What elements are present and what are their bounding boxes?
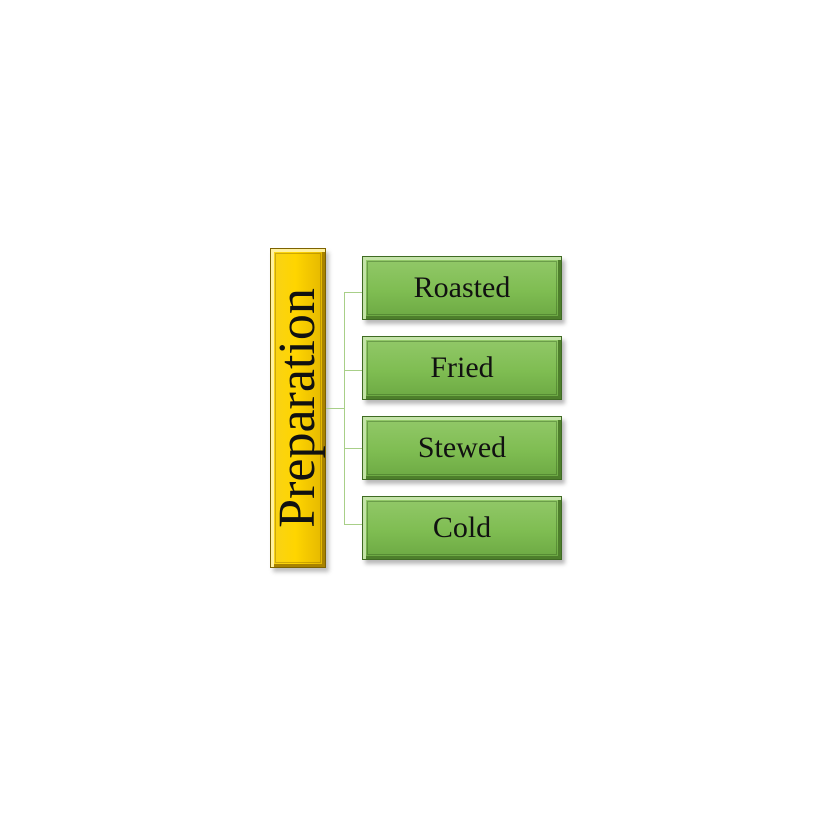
child-node-cold: Cold — [362, 496, 562, 560]
connector-branch-cold — [344, 524, 362, 525]
connector-branch-stewed — [344, 448, 362, 449]
root-node-preparation: Preparation — [269, 248, 326, 568]
child-node-label: Cold — [432, 511, 492, 544]
connector-branch-roasted — [344, 292, 362, 293]
root-node-label: Preparation — [269, 288, 326, 528]
child-node-label: Roasted — [413, 271, 511, 304]
connector-trunk — [326, 408, 344, 409]
child-node-fried: Fried — [362, 336, 562, 400]
connector-branch-fried — [344, 370, 362, 371]
connector-spine — [344, 292, 345, 524]
child-node-label: Fried — [430, 351, 494, 384]
child-node-roasted: Roasted — [362, 256, 562, 320]
child-node-stewed: Stewed — [362, 416, 562, 480]
child-node-label: Stewed — [417, 431, 507, 464]
